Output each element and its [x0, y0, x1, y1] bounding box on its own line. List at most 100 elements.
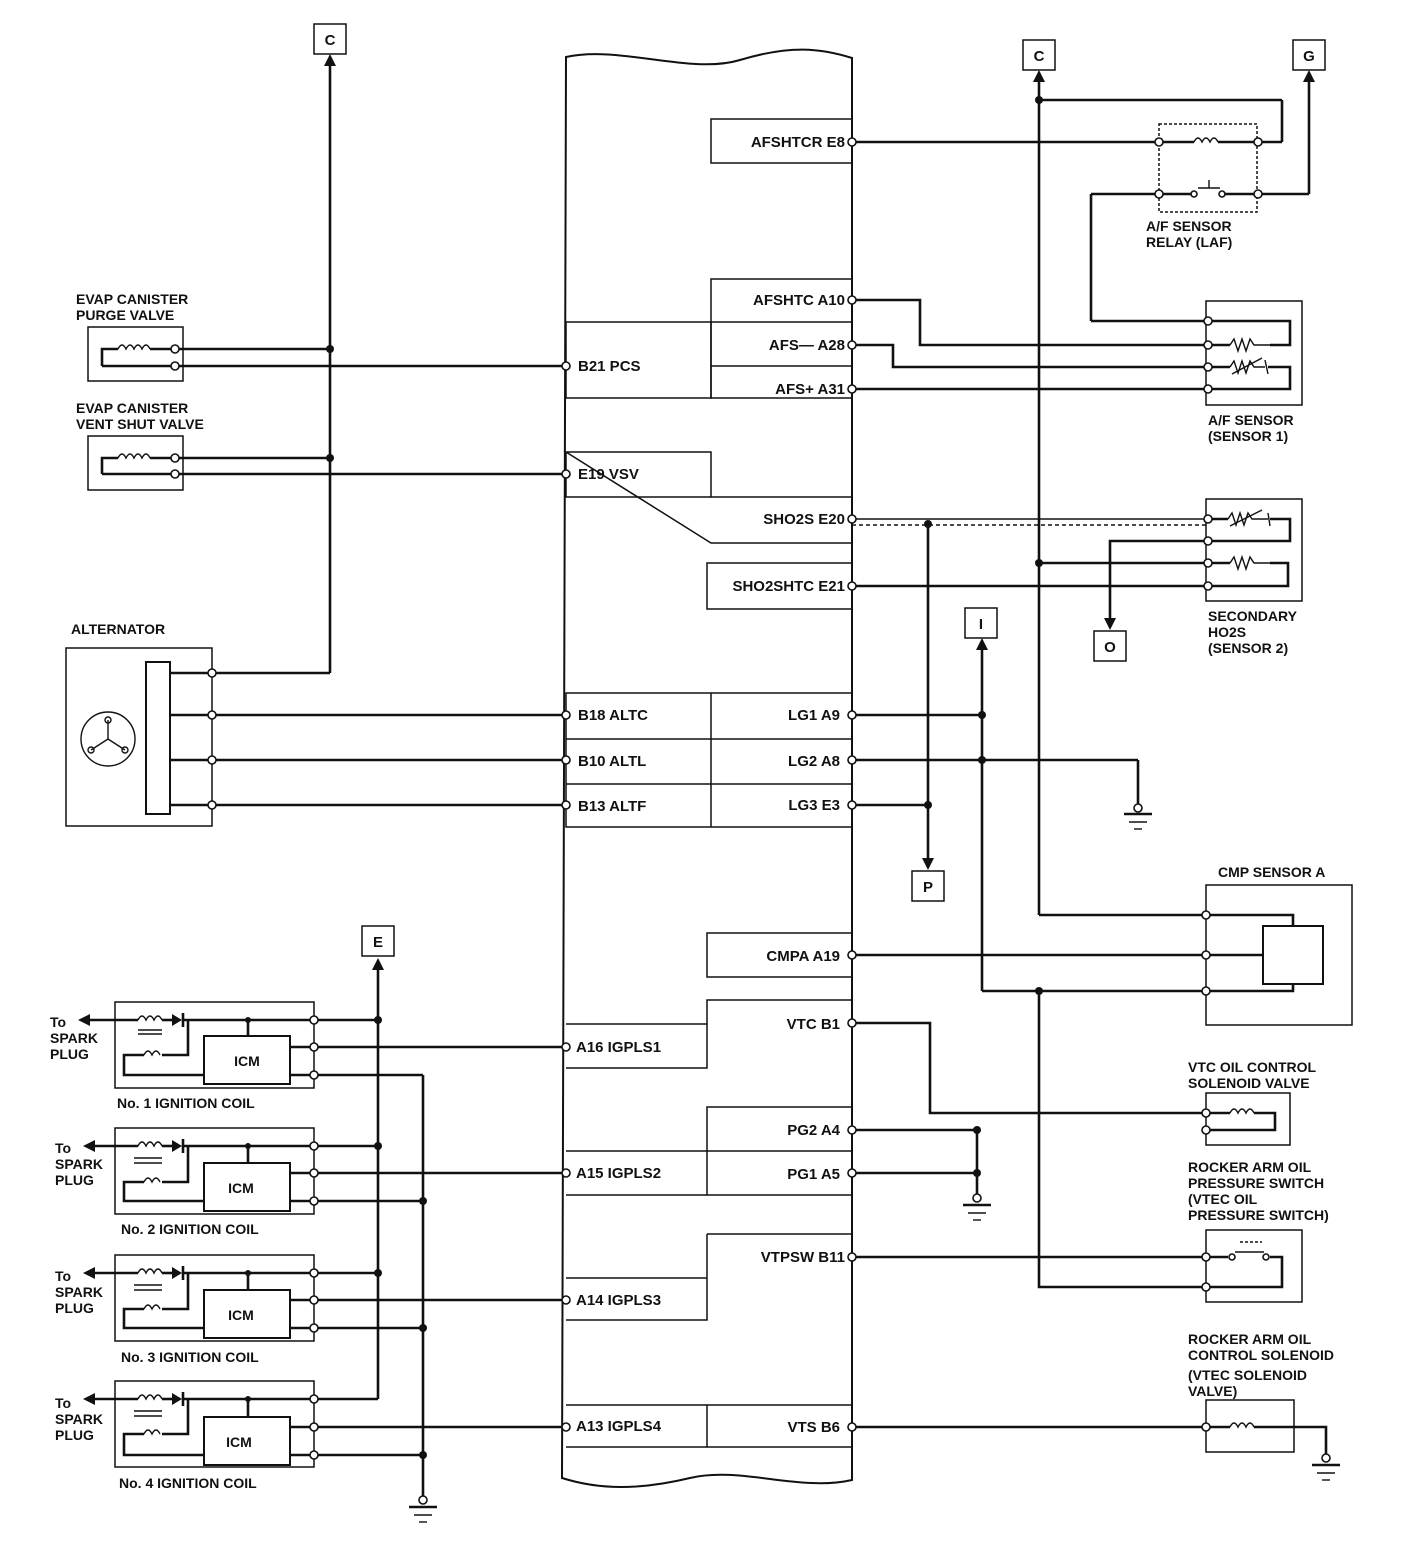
ignition-coil-4: To SPARK PLUG ICM No. 4 IGNITION COIL [55, 1380, 319, 1491]
ignition-coil-2: To SPARK PLUG ICM No. 2 IGNITION COIL [55, 1127, 319, 1237]
alternator-icon [80, 711, 136, 767]
svg-text:To: To [55, 1395, 71, 1411]
svg-text:SPARK: SPARK [55, 1411, 103, 1427]
icm-label: ICM [234, 1053, 260, 1069]
junction-dots [326, 96, 1043, 1459]
svg-text:To: To [50, 1014, 66, 1030]
coil-1-label: No. 1 IGNITION COIL [117, 1095, 255, 1111]
af-sensor-relay: A/F SENSOR RELAY (LAF) [1146, 123, 1282, 250]
coil-icon [143, 1429, 161, 1436]
coil-3-label: No. 3 IGNITION COIL [121, 1349, 259, 1365]
pin-igpls1: A16 IGPLS1 [576, 1039, 661, 1056]
ecm-pin-labels: AFSHTCR E8 AFSHTC A10 AFS— A28 AFS+ A31 … [576, 134, 845, 1436]
svg-text:HO2S: HO2S [1208, 624, 1246, 640]
coil-icon [137, 1268, 163, 1275]
svg-text:PURGE VALVE: PURGE VALVE [76, 307, 174, 323]
coil-icon [137, 1394, 163, 1401]
pin-afshtc: AFSHTC A10 [753, 292, 845, 309]
svg-text:CONTROL SOLENOID: CONTROL SOLENOID [1188, 1347, 1334, 1363]
svg-text:A/F SENSOR: A/F SENSOR [1146, 218, 1232, 234]
pin-igpls2: A15 IGPLS2 [576, 1165, 661, 1182]
diode-icon [172, 1014, 182, 1026]
svg-text:PLUG: PLUG [55, 1427, 94, 1443]
ground-icon [1124, 803, 1152, 830]
pin-lg2: LG2 A8 [788, 753, 840, 770]
svg-text:RELAY (LAF): RELAY (LAF) [1146, 234, 1232, 250]
vtc-oil-control-valve: VTC OIL CONTROL SOLENOID VALVE [1188, 1059, 1317, 1146]
cmp-sensor-a: CMP SENSOR A [1201, 864, 1353, 1026]
pin-altc: B18 ALTC [578, 707, 648, 724]
svg-text:ROCKER ARM OIL: ROCKER ARM OIL [1188, 1331, 1312, 1347]
svg-text:VTC OIL CONTROL: VTC OIL CONTROL [1188, 1059, 1317, 1075]
svg-text:SECONDARY: SECONDARY [1208, 608, 1298, 624]
svg-text:(SENSOR 1): (SENSOR 1) [1208, 428, 1288, 444]
coil-icon [117, 344, 151, 351]
pin-altf: B13 ALTF [578, 798, 646, 815]
coil-icon [143, 1177, 161, 1184]
ignition-coil-1: To SPARK PLUG ICM No. 1 IGNITION COIL [50, 1001, 319, 1111]
coil-icon [143, 1304, 161, 1311]
coil-2-label: No. 2 IGNITION COIL [121, 1221, 259, 1237]
svg-text:EVAP CANISTER: EVAP CANISTER [76, 400, 188, 416]
ignition-coil-3: To SPARK PLUG ICM No. 3 IGNITION COIL [55, 1254, 319, 1365]
heater-resistor-icon [1229, 554, 1270, 572]
coil-icon [1193, 137, 1219, 144]
sensor-element-icon [1227, 509, 1271, 528]
connector-p: P [923, 879, 933, 896]
diode-icon [172, 1140, 182, 1152]
svg-text:PRESSURE SWITCH): PRESSURE SWITCH) [1188, 1207, 1329, 1223]
ground-symbols [409, 803, 1340, 1523]
svg-text:(VTEC OIL: (VTEC OIL [1188, 1191, 1258, 1207]
arrow-left-icon [83, 1393, 95, 1405]
coil-icon [1229, 1422, 1255, 1429]
arrow-left-icon [78, 1014, 90, 1026]
sensor-element-icon [1229, 357, 1269, 376]
connector-c-left: C [325, 32, 336, 49]
pin-afshtcr: AFSHTCR E8 [751, 134, 845, 151]
svg-text:SPARK: SPARK [50, 1030, 98, 1046]
svg-text:(SENSOR 2): (SENSOR 2) [1208, 640, 1288, 656]
pin-pcs: B21 PCS [578, 358, 641, 375]
diode-icon [172, 1393, 182, 1405]
pin-altl: B10 ALTL [578, 753, 646, 770]
icm-label: ICM [226, 1434, 252, 1450]
svg-text:To: To [55, 1140, 71, 1156]
evap-vent-valve: EVAP CANISTER VENT SHUT VALVE [76, 400, 204, 491]
connector-g: G [1303, 48, 1315, 65]
arrow-left-icon [83, 1140, 95, 1152]
svg-text:PLUG: PLUG [55, 1172, 94, 1188]
coil-icon [137, 1015, 163, 1022]
connector-o: O [1104, 639, 1116, 656]
svg-text:CMP SENSOR A: CMP SENSOR A [1218, 864, 1325, 880]
svg-text:PRESSURE SWITCH: PRESSURE SWITCH [1188, 1175, 1324, 1191]
icm-label: ICM [228, 1307, 254, 1323]
pin-pg2: PG2 A4 [787, 1122, 840, 1139]
rocker-arm-oil-control-solenoid: ROCKER ARM OIL CONTROL SOLENOID (VTEC SO… [1188, 1331, 1334, 1453]
pin-pg1: PG1 A5 [787, 1166, 840, 1183]
ground-icon [963, 1193, 991, 1221]
svg-text:A/F SENSOR: A/F SENSOR [1208, 412, 1294, 428]
coil-4-label: No. 4 IGNITION COIL [119, 1475, 257, 1491]
svg-text:VENT SHUT VALVE: VENT SHUT VALVE [76, 416, 204, 432]
svg-text:VALVE): VALVE) [1188, 1383, 1237, 1399]
pin-igpls4: A13 IGPLS4 [576, 1418, 662, 1435]
connector-c-right: C [1034, 48, 1045, 65]
pin-afs-minus: AFS— A28 [769, 337, 845, 354]
secondary-ho2s: SECONDARY HO2S (SENSOR 2) [1203, 498, 1303, 656]
diode-icon [172, 1267, 182, 1279]
ground-icon [409, 1495, 437, 1523]
alternator: ALTERNATOR [65, 621, 217, 827]
coil-icon [117, 453, 151, 460]
pin-afs-plus: AFS+ A31 [775, 381, 845, 398]
arrow-left-icon [83, 1267, 95, 1279]
heater-resistor-icon [1229, 336, 1270, 354]
svg-text:(VTEC SOLENOID: (VTEC SOLENOID [1188, 1367, 1307, 1383]
svg-text:EVAP CANISTER: EVAP CANISTER [76, 291, 188, 307]
pin-cmpa: CMPA A19 [766, 948, 840, 965]
connector-e: E [373, 934, 383, 951]
ecm-body [560, 48, 853, 1488]
pin-sho2s: SHO2S E20 [763, 511, 845, 528]
pin-sho2shtc: SHO2SHTC E21 [732, 578, 845, 595]
connector-i: I [979, 616, 983, 633]
